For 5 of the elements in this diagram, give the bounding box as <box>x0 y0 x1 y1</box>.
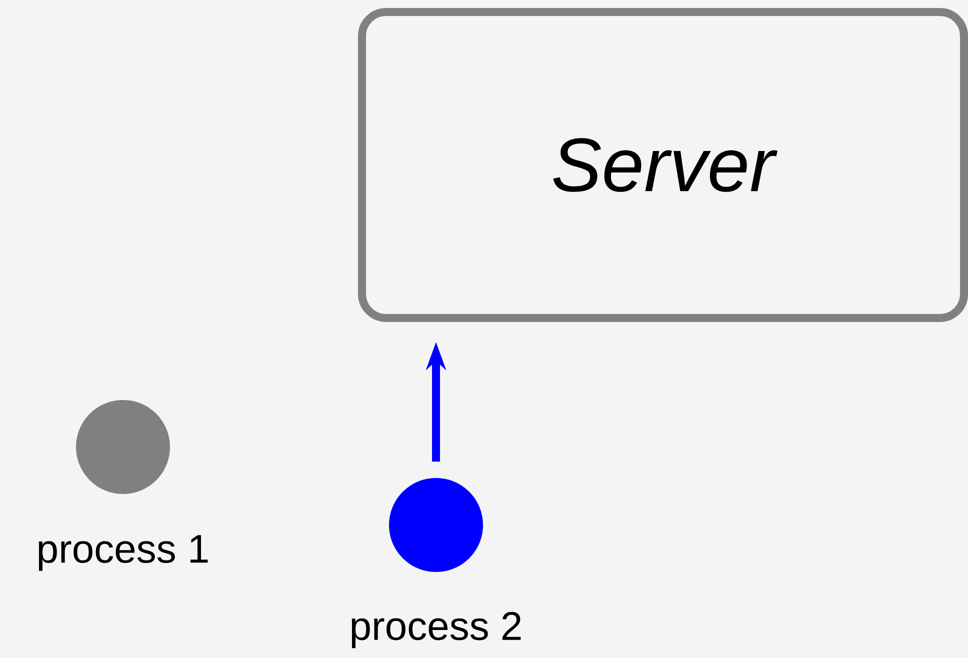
server-box: Server <box>358 8 968 322</box>
circle <box>76 400 170 494</box>
circle <box>389 478 483 572</box>
process-label: process 1 <box>38 535 208 571</box>
process-label: process 2 <box>352 612 521 648</box>
